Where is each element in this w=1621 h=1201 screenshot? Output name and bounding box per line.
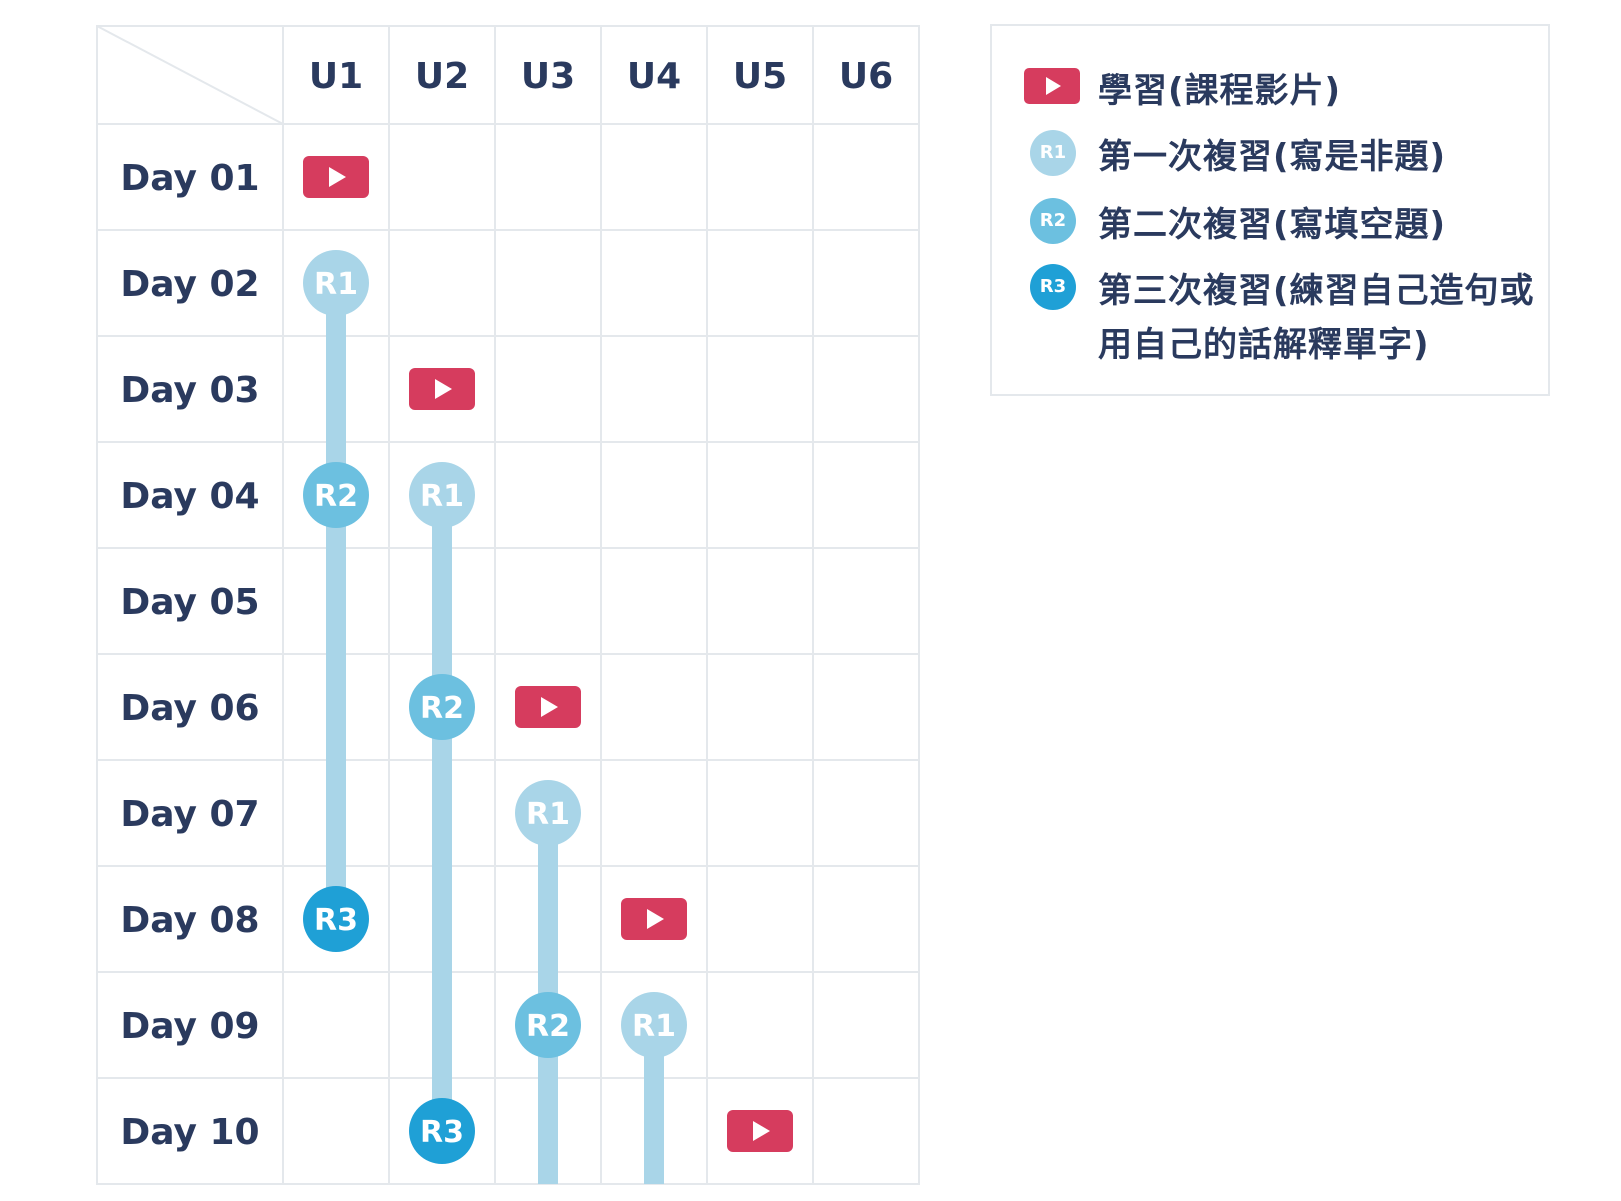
- r3-badge: R3: [1030, 264, 1076, 310]
- review-r1-label: R1: [314, 267, 358, 302]
- legend-item-r1: R1 第一次複習(寫是非題): [1024, 130, 1538, 184]
- column-header: U3: [521, 56, 575, 97]
- review-r1-label: R1: [526, 797, 570, 832]
- column-header: U1: [309, 56, 363, 97]
- play-icon: [435, 379, 452, 399]
- legend-r1-text: 第一次複習(寫是非題): [1098, 137, 1447, 177]
- grid-border: [96, 25, 920, 1185]
- legend-item-r2: R2 第二次複習(寫填空題): [1024, 198, 1538, 252]
- row-label: Day 08: [120, 900, 259, 941]
- legend-learn-text: 學習(課程影片): [1098, 71, 1342, 111]
- review-r3-marker: [303, 886, 369, 952]
- play-icon: [541, 697, 558, 717]
- review-r3-label: R3: [314, 903, 358, 938]
- row-label: Day 09: [120, 1006, 259, 1047]
- review-r1-marker: [515, 780, 581, 846]
- row-label: Day 10: [120, 1112, 259, 1153]
- row-label: Day 05: [120, 582, 259, 623]
- legend-item-r3: R3 第三次複習(練習自己造句或用自己的話解釋單字): [1024, 264, 1538, 372]
- review-r1-label: R1: [632, 1009, 676, 1044]
- row-label: Day 07: [120, 794, 259, 835]
- review-r2-label: R2: [526, 1009, 570, 1044]
- review-r2-marker: [515, 992, 581, 1058]
- row-label: Day 06: [120, 688, 259, 729]
- column-header: U6: [839, 56, 893, 97]
- row-label: Day 04: [120, 476, 259, 517]
- play-icon: [1024, 68, 1080, 104]
- play-icon: [753, 1121, 770, 1141]
- legend-r3-text: 第三次複習(練習自己造句或用自己的話解釋單字): [1098, 271, 1535, 365]
- r1-badge: R1: [1030, 130, 1076, 176]
- column-header: U2: [415, 56, 469, 97]
- legend-item-learn: 學習(課程影片): [1024, 64, 1538, 118]
- legend-r2-text: 第二次複習(寫填空題): [1098, 205, 1447, 245]
- review-r1-marker: [303, 250, 369, 316]
- review-r2-label: R2: [314, 479, 358, 514]
- row-label: Day 03: [120, 370, 259, 411]
- review-r1-marker: [409, 462, 475, 528]
- review-r2-marker: [303, 462, 369, 528]
- review-r3-marker: [409, 1098, 475, 1164]
- corner-diagonal: [96, 25, 284, 125]
- play-icon: [647, 909, 664, 929]
- grid-lines: [96, 25, 920, 1185]
- play-icon: [329, 167, 346, 187]
- review-r3-label: R3: [420, 1115, 464, 1150]
- column-header: U5: [733, 56, 787, 97]
- review-r2-label: R2: [420, 691, 464, 726]
- row-label: Day 01: [120, 158, 259, 199]
- column-header: U4: [627, 56, 681, 97]
- review-r2-marker: [409, 674, 475, 740]
- legend: 學習(課程影片) R1 第一次複習(寫是非題) R2 第二次複習(寫填空題) R…: [990, 24, 1550, 396]
- r2-badge: R2: [1030, 198, 1076, 244]
- row-label: Day 02: [120, 264, 259, 305]
- review-r1-label: R1: [420, 479, 464, 514]
- review-r1-marker: [621, 992, 687, 1058]
